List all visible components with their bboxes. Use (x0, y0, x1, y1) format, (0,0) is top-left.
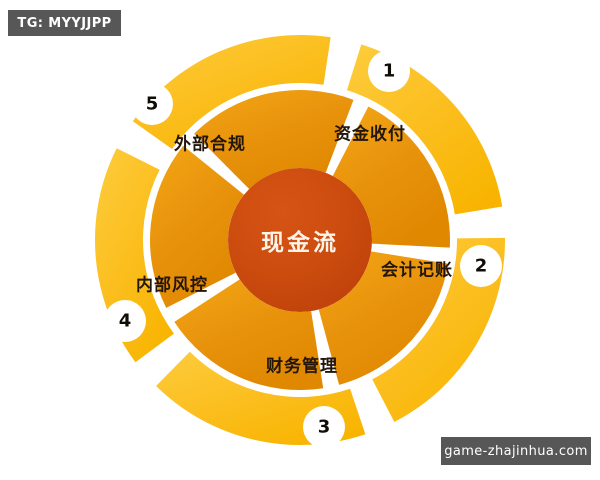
marker-notch-2 (460, 245, 502, 287)
marker-notch-4 (104, 300, 146, 342)
inner-ring (150, 90, 450, 390)
center-hub-disc (228, 168, 372, 312)
center-hub (228, 168, 372, 312)
inner-segment-5 (194, 90, 354, 189)
marker-notch-1 (368, 50, 410, 92)
inner-segment-3 (174, 279, 324, 390)
inner-segment-2 (318, 251, 449, 385)
inner-segment-1 (332, 106, 450, 248)
outer-segment-5 (132, 35, 331, 150)
marker-notch-5 (131, 83, 173, 125)
inner-segment-4 (150, 145, 244, 308)
watermark-bottom-right: game-zhajinhua.com (441, 437, 591, 465)
watermark-top-left: TG: MYYJJPP (8, 10, 121, 36)
number-markers (104, 50, 502, 448)
marker-notch-3 (303, 406, 345, 448)
